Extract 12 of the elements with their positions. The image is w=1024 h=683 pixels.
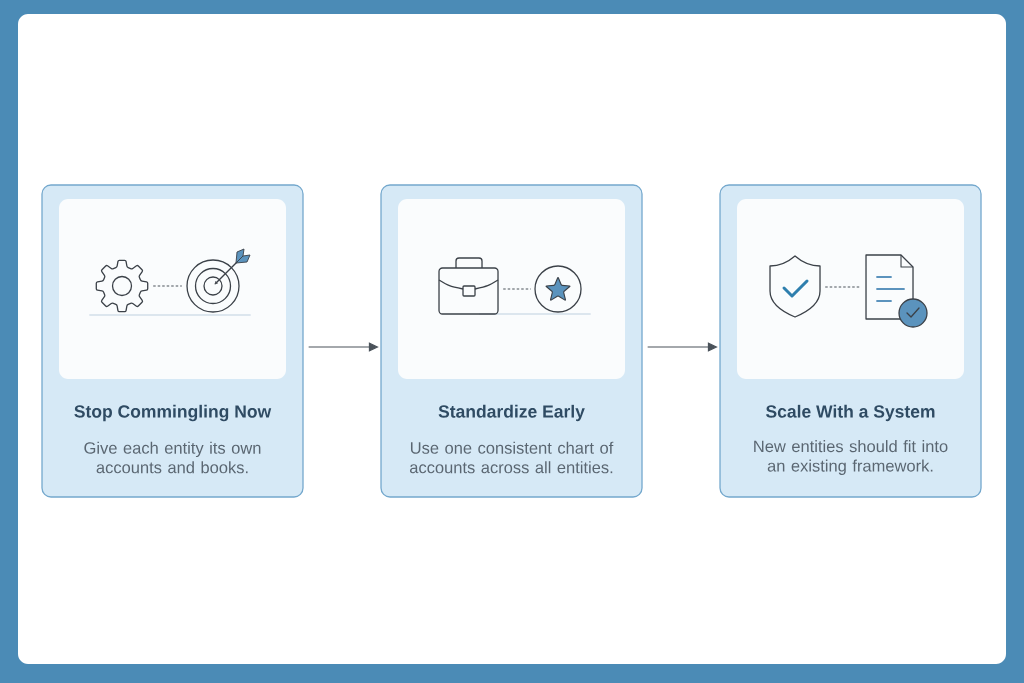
card-description: New entities should fit into an existing framework. (754, 440, 948, 475)
card-title: Standardize Early (438, 404, 585, 422)
shield-icon (769, 255, 821, 318)
card-title: Scale With a System (766, 404, 935, 422)
document-icon (865, 254, 928, 328)
star-icon (534, 265, 582, 313)
card-description: Use one consistent chart of accounts across all entities. (409, 441, 614, 474)
briefcase-icon (438, 257, 499, 315)
gear-icon (95, 259, 149, 313)
card-description: Give each entity its own accounts and books. (84, 441, 261, 474)
card-title: Stop Commingling Now (74, 404, 272, 422)
target-icon (186, 248, 251, 313)
